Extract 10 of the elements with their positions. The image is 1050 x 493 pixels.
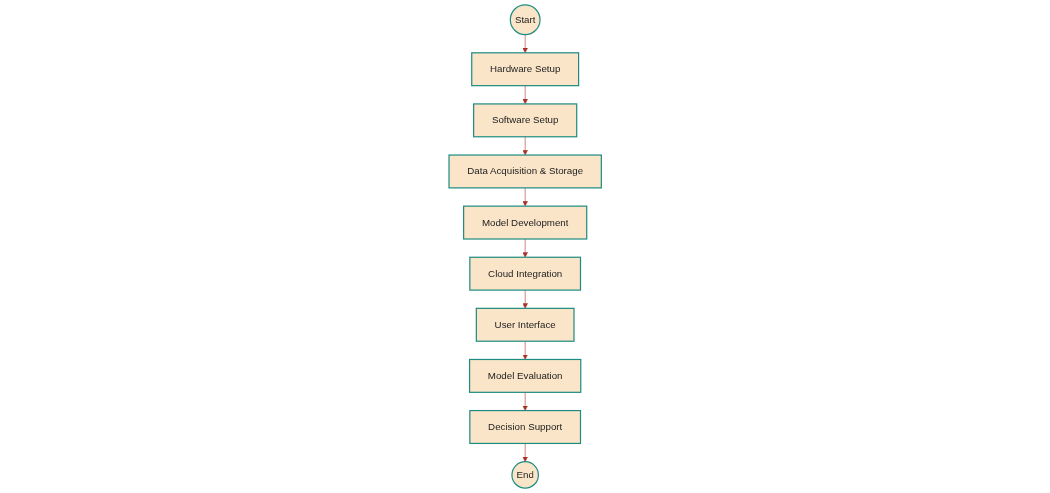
node-box: Data Acquisition & Storage bbox=[448, 154, 602, 189]
node-circle: End bbox=[511, 461, 539, 489]
node-box: User Interface bbox=[475, 307, 575, 342]
node-box: Hardware Setup bbox=[470, 52, 580, 87]
node-box: Software Setup bbox=[472, 103, 578, 138]
node-box: Model Development bbox=[462, 205, 588, 240]
node-circle: Start bbox=[509, 4, 541, 36]
node-box: Model Evaluation bbox=[468, 358, 582, 393]
node-box: Cloud Integration bbox=[469, 256, 581, 291]
node-box: Decision Support bbox=[469, 409, 581, 445]
